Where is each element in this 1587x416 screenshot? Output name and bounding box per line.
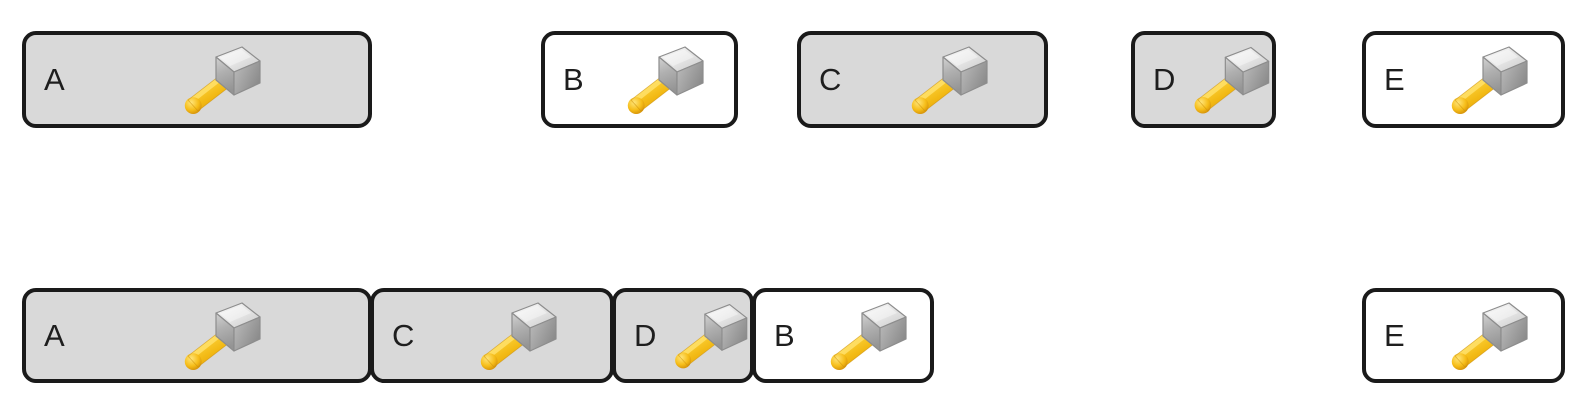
- item-box-e[interactable]: E: [1362, 31, 1565, 128]
- item-icon-slot: [67, 35, 368, 124]
- item-box-c[interactable]: C: [370, 288, 614, 383]
- sledgehammer-icon: [831, 301, 907, 370]
- item-icon-slot: [843, 35, 1044, 124]
- item-icon-slot: [658, 292, 750, 379]
- sledgehammer-icon: [1194, 46, 1270, 113]
- sledgehammer-icon: [911, 45, 988, 114]
- sledgehammer-icon: [185, 45, 261, 114]
- item-box-d[interactable]: D: [1131, 31, 1276, 128]
- item-icon-slot: [67, 292, 368, 379]
- sledgehammer-icon: [1451, 45, 1528, 114]
- item-icon-slot: [797, 292, 930, 379]
- item-box-b[interactable]: B: [541, 31, 738, 128]
- item-box-c[interactable]: C: [797, 31, 1048, 128]
- sledgehammer-icon: [1451, 301, 1528, 370]
- sledgehammer-icon: [627, 45, 704, 114]
- item-icon-slot: [1407, 292, 1561, 379]
- item-icon-slot: [1407, 35, 1561, 124]
- item-box-e[interactable]: E: [1362, 288, 1565, 383]
- item-label: A: [44, 318, 65, 353]
- item-box-a[interactable]: A: [22, 31, 372, 128]
- bottom-row: A: [0, 288, 1587, 383]
- item-label: C: [819, 62, 842, 97]
- item-label: B: [774, 318, 795, 353]
- item-label: D: [1153, 62, 1176, 97]
- item-box-b[interactable]: B: [752, 288, 934, 383]
- item-label: E: [1384, 62, 1405, 97]
- item-label: D: [634, 318, 657, 353]
- item-icon-slot: [1177, 35, 1272, 124]
- item-label: C: [392, 318, 415, 353]
- item-box-d[interactable]: D: [612, 288, 754, 383]
- sledgehammer-icon: [480, 301, 557, 370]
- sledgehammer-icon: [675, 303, 748, 368]
- top-row: A: [0, 31, 1587, 128]
- item-icon-slot: [586, 35, 734, 124]
- item-label: E: [1384, 318, 1405, 353]
- item-label: B: [563, 62, 584, 97]
- sledgehammer-icon: [185, 301, 261, 370]
- item-label: A: [44, 62, 65, 97]
- item-icon-slot: [416, 292, 610, 379]
- item-box-a[interactable]: A: [22, 288, 372, 383]
